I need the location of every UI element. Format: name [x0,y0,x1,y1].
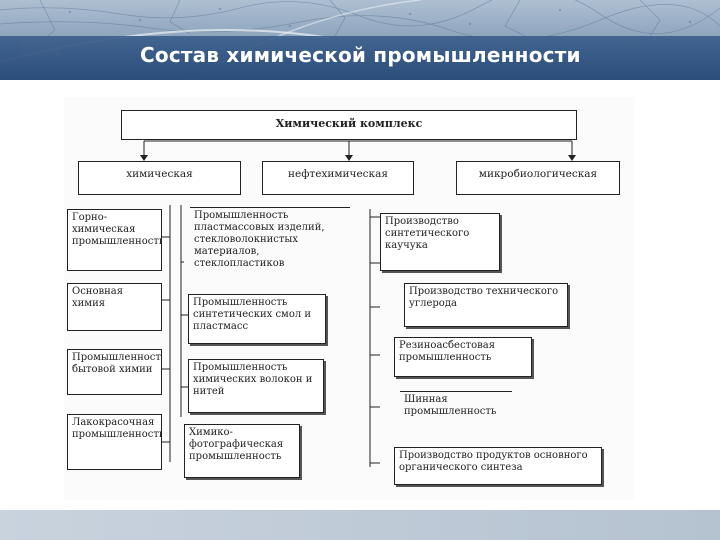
micro-item-asbestos: Резиноасбестовая промышленность [394,337,532,377]
branch-microbiological: микробиологическая [456,161,620,195]
branch-petrochemical: нефтехимическая [262,161,414,195]
chem-item-paint: Лакокрасочная промышленность [67,414,162,470]
petro-item-plastics-products: Промышленность пластмассовых изделий, ст… [190,207,350,283]
micro-item-carbon: Производство технического углерода [404,283,568,327]
chem-item-basic: Основная химия [67,283,162,331]
micro-item-organic-synthesis: Производство продуктов основного органич… [394,447,602,485]
branch-chemical: химическая [78,161,241,195]
chem-item-mining: Горно-химическая промышленность [67,209,162,271]
slide-header: Состав химической промышленности [0,0,720,80]
title-bar [0,36,720,80]
slide-title: Состав химической промышленности [140,43,581,67]
micro-item-tire: Шинная промышленность [400,391,512,431]
micro-item-rubber: Производство синтетического каучука [380,213,500,271]
slide-footer-band [0,510,720,540]
industry-structure-diagram: Химический комплекс химическая нефтехими… [64,97,634,500]
petro-item-resins: Промышленность синтетических смол и плас… [188,294,326,344]
petro-item-fibers: Промышленность химических волокон и ните… [188,359,324,413]
petro-item-photo: Химико-фотографическая промышленность [184,424,300,478]
connector-lines [140,140,576,467]
chem-item-household: Промышленность бытовой химии [67,349,162,395]
chemical-complex-box: Химический комплекс [121,110,577,140]
